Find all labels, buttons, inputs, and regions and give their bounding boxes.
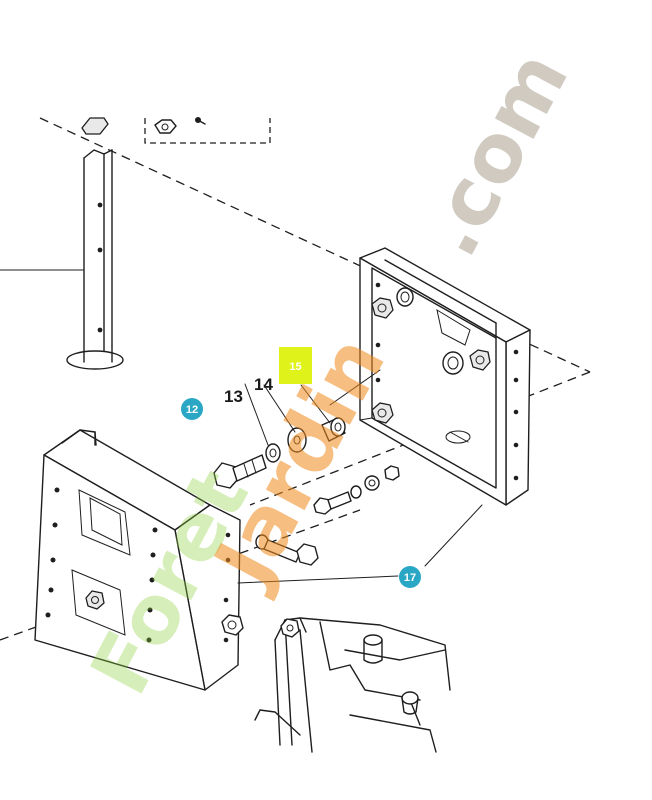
plate-nut-icon [469, 349, 491, 371]
bracket-bolt-icon [255, 534, 319, 566]
bracket-nut-icon [85, 590, 105, 610]
plate-bushing-icon [442, 351, 464, 375]
part-labels: 13 14 [224, 375, 273, 406]
part-label-14: 14 [254, 375, 273, 394]
spacer-icon [321, 417, 346, 442]
svg-text:15: 15 [289, 361, 301, 373]
callout-15[interactable]: 15 [279, 347, 312, 384]
box-nut-icon [154, 119, 177, 134]
lock-washer-icon [265, 443, 281, 463]
bracket-nut-icon [221, 614, 244, 636]
support-post [0, 117, 124, 370]
bolt-icon [213, 454, 267, 489]
front-bracket-plate [34, 429, 319, 691]
part-label-13: 13 [224, 387, 243, 406]
callout-17[interactable]: 17 [399, 566, 421, 588]
box-screw-icon [195, 117, 206, 125]
frame-bolt-icon [280, 618, 300, 638]
svg-text:17: 17 [404, 572, 416, 584]
frame-bolt-icon [401, 691, 419, 715]
lower-frame-assembly [254, 617, 451, 753]
plate-nut-icon [371, 402, 394, 424]
back-mounting-plate [359, 247, 531, 506]
plate-nut-icon [371, 297, 394, 319]
small-bolt-icon [313, 465, 400, 515]
highlight-box [279, 347, 312, 384]
svg-text:12: 12 [186, 404, 198, 416]
callout-12[interactable]: 12 [181, 398, 203, 420]
frame-pin-icon [363, 634, 383, 664]
leader-lines-17 [237, 504, 483, 584]
flat-washer-icon [287, 427, 307, 453]
plate-bushing-icon [396, 287, 414, 307]
svg-text:.com: .com [403, 36, 587, 271]
hardware-stack [213, 369, 400, 515]
